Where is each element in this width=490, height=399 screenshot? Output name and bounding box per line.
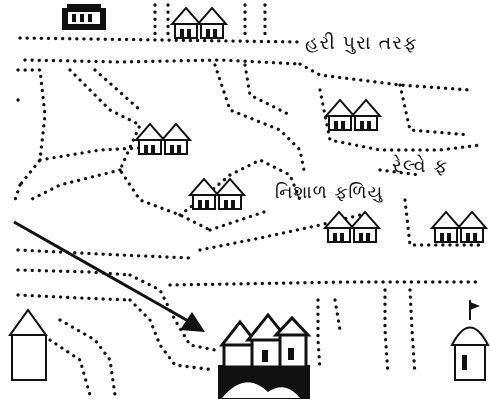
label-haripura: હરી પુરા તરફ — [305, 32, 418, 54]
building-icon — [62, 4, 106, 30]
label-railway: રેલ્વે ફ — [392, 155, 449, 177]
label-nishal: નિશાળ ફળિયુ — [275, 182, 384, 203]
highlighted-house-icon — [218, 312, 312, 399]
house-pair-icon — [431, 211, 487, 243]
direction-arrow-icon — [13, 220, 205, 332]
temple-icon — [450, 300, 490, 381]
house-pair-icon — [325, 99, 381, 131]
house-pair-icon — [189, 178, 245, 210]
house-pair-icon — [135, 123, 191, 155]
house-pair-icon — [171, 7, 227, 39]
house-left-icon — [8, 308, 48, 381]
